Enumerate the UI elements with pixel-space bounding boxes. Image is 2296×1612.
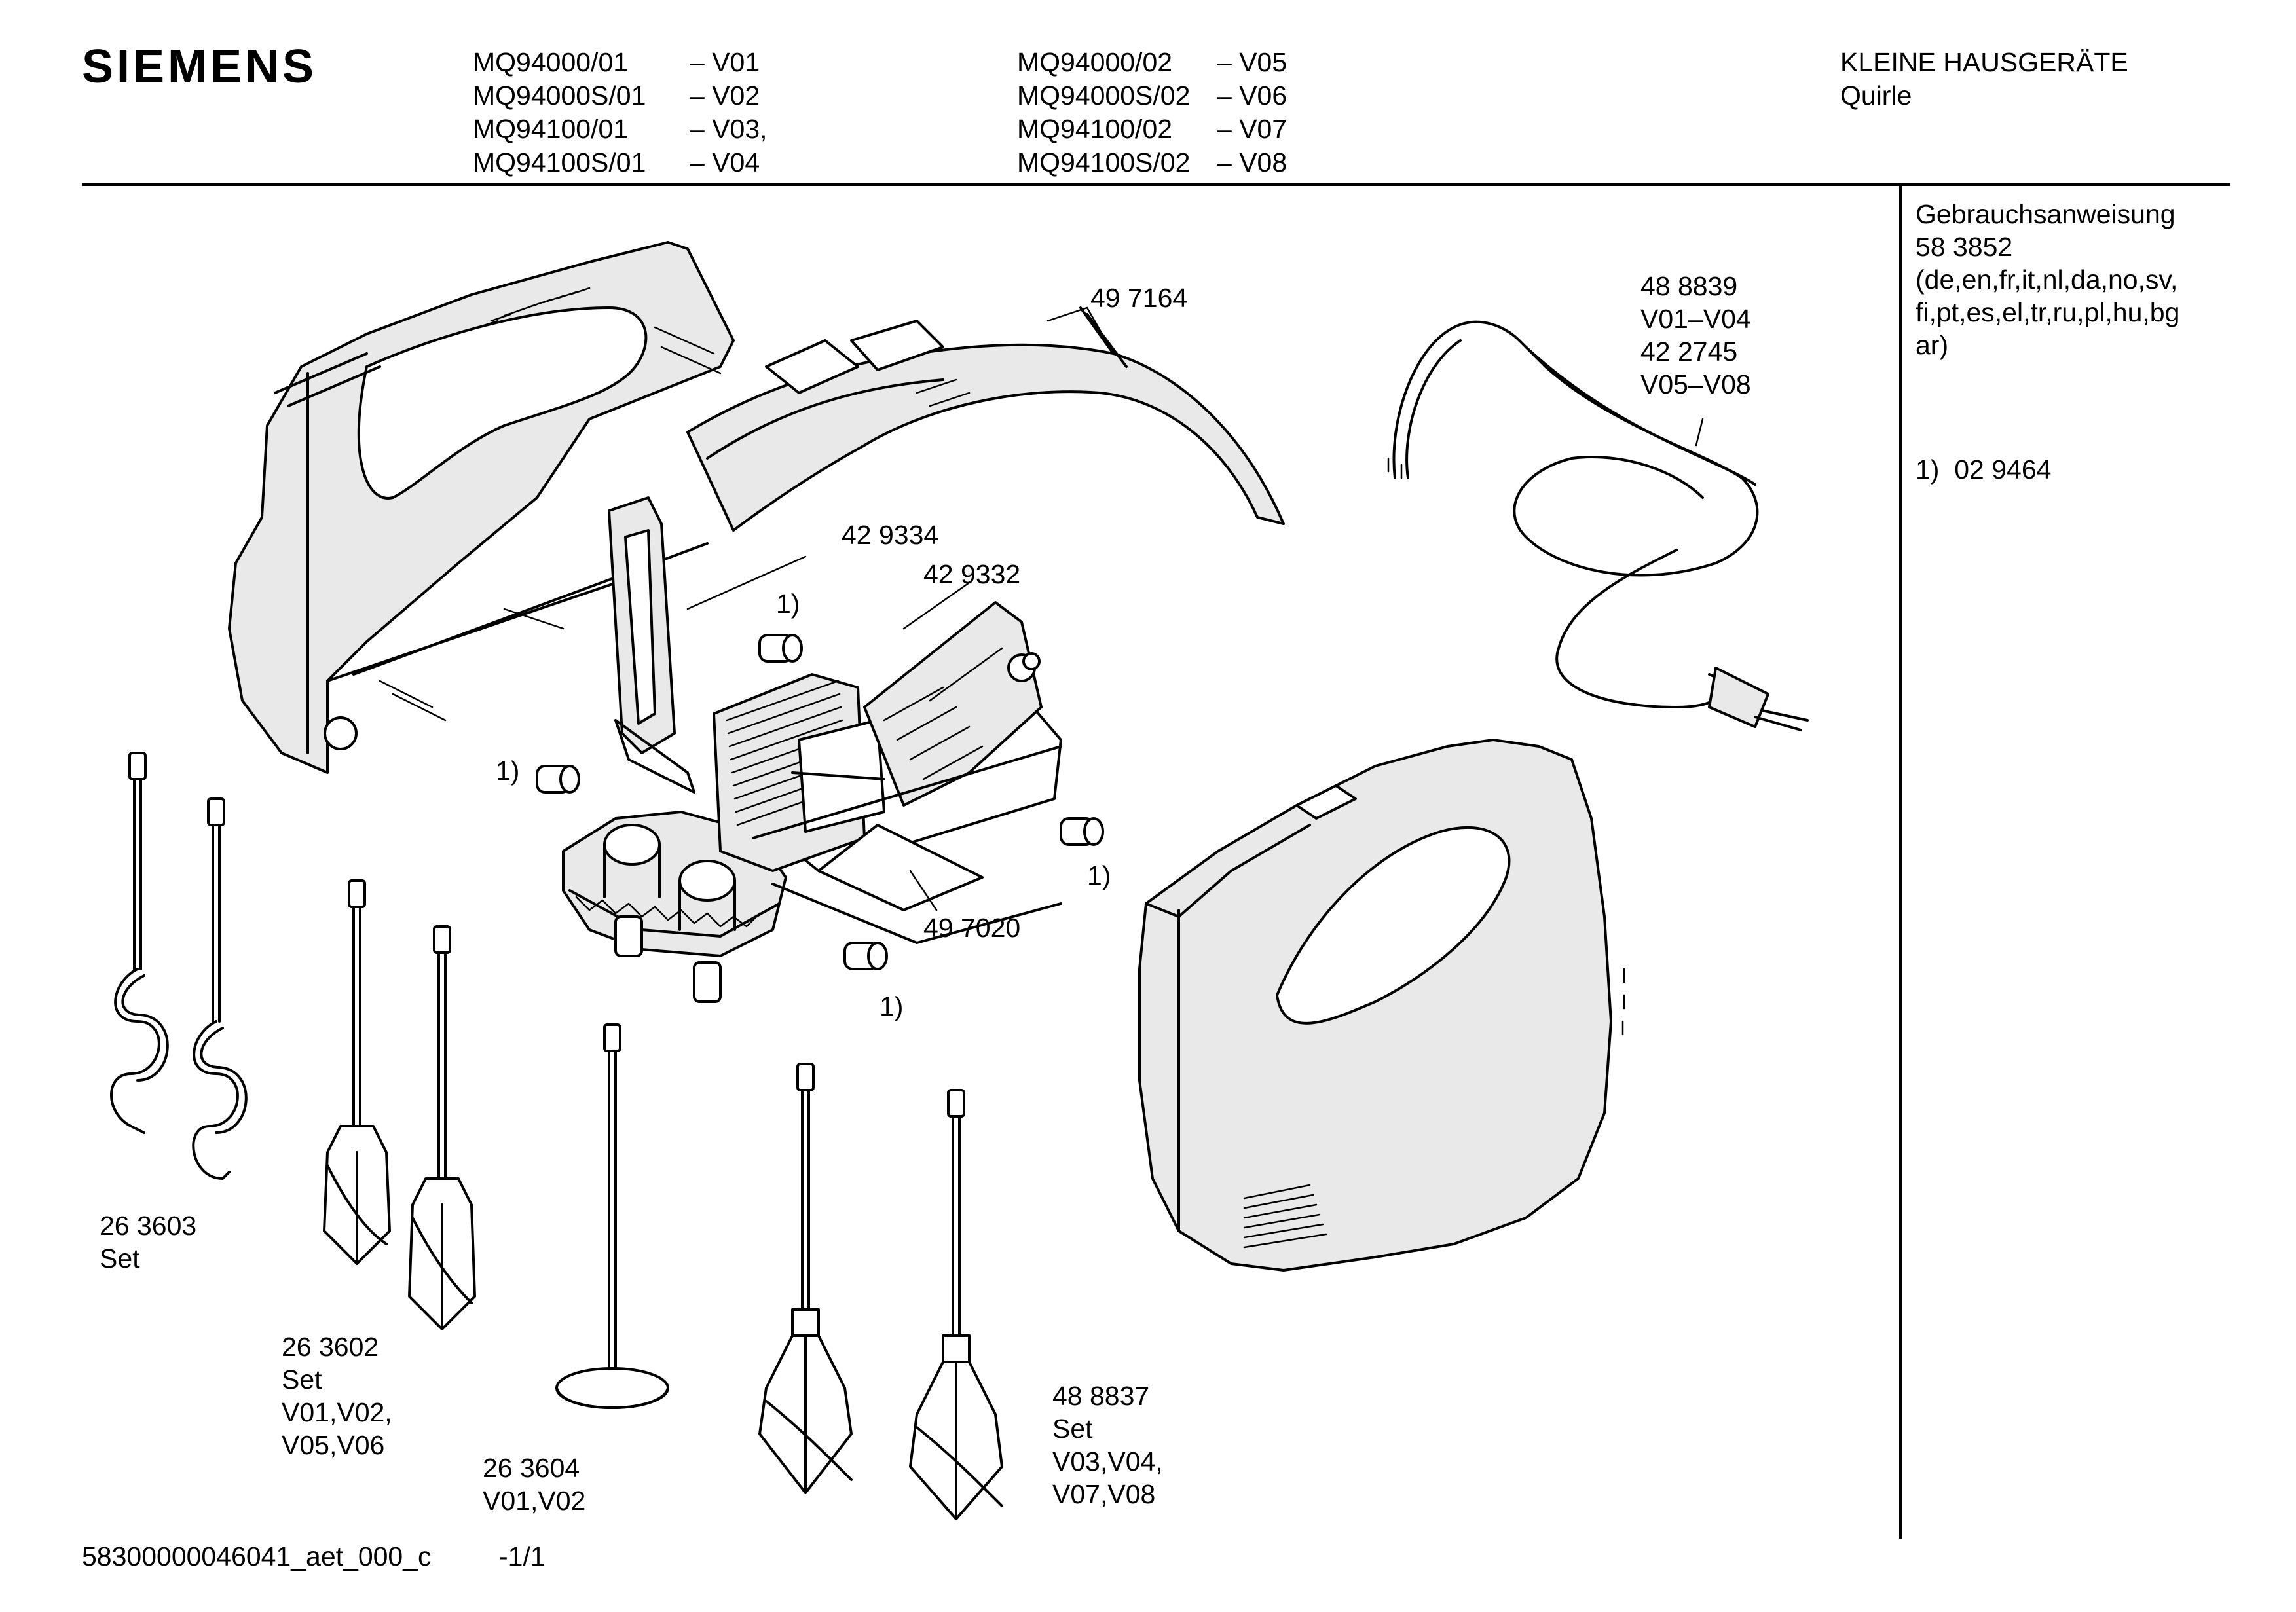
motor-assembly xyxy=(562,601,1062,1003)
version-left-1: – V01 xyxy=(690,47,760,77)
manual-number: 58 3852 xyxy=(1916,232,2013,262)
model-right-3: MQ94100/02 xyxy=(1017,114,1173,144)
label-cord-1: 48 8839 xyxy=(1640,271,1738,301)
model-left-1: MQ94000/01 xyxy=(473,47,629,77)
switch-slider-part xyxy=(608,496,695,794)
version-right-3: – V07 xyxy=(1217,114,1287,144)
label-note-a: 1) xyxy=(776,589,800,619)
model-left-2: MQ94000S/01 xyxy=(473,81,646,111)
label-beaters-versions-2: V07,V08 xyxy=(1052,1479,1156,1509)
label-cord-2: 42 2745 xyxy=(1640,337,1738,367)
header-divider xyxy=(82,183,2230,186)
label-dough-hooks-set: Set xyxy=(100,1243,140,1273)
footnote-part: 1) 02 9464 xyxy=(1916,454,2052,485)
dough-hooks xyxy=(110,752,248,1180)
cover-strip-part xyxy=(686,306,1285,532)
label-dough-hooks: 26 3603 xyxy=(100,1211,197,1241)
label-blender-versions: V01,V02 xyxy=(483,1486,586,1516)
label-429334: 42 9334 xyxy=(842,520,939,550)
label-beaters-set: Set xyxy=(1052,1414,1093,1444)
category-title: KLEINE HAUSGERÄTE xyxy=(1840,47,2128,77)
version-right-2: – V06 xyxy=(1217,81,1287,111)
subcategory-title: Quirle xyxy=(1840,81,1912,111)
power-cord xyxy=(1387,320,1809,731)
manual-languages-1: (de,en,fr,it,nl,da,no,sv, xyxy=(1916,265,2178,295)
model-right-4: MQ94100S/02 xyxy=(1017,147,1191,177)
manual-languages-3: ar) xyxy=(1916,330,1949,360)
label-note-c: 1) xyxy=(1087,860,1111,890)
upper-housing-shell xyxy=(228,241,735,774)
version-right-1: – V05 xyxy=(1217,47,1287,77)
version-right-4: – V08 xyxy=(1217,147,1287,177)
label-429332: 42 9332 xyxy=(923,559,1021,589)
model-left-4: MQ94100S/01 xyxy=(473,147,646,177)
label-whisks-versions-1: V01,V02, xyxy=(282,1397,392,1427)
label-497164: 49 7164 xyxy=(1090,283,1188,313)
label-note-b: 1) xyxy=(496,756,520,786)
label-cord-2-versions: V05–V08 xyxy=(1640,369,1751,399)
version-left-2: – V02 xyxy=(690,81,760,111)
beaters xyxy=(758,1063,1003,1520)
siemens-logo: SIEMENS xyxy=(82,41,318,93)
label-whisks-versions-2: V05,V06 xyxy=(282,1430,385,1460)
label-note-d: 1) xyxy=(880,991,904,1021)
leader-lines xyxy=(686,306,1704,911)
label-beaters: 48 8837 xyxy=(1052,1381,1150,1411)
label-cord-1-versions: V01–V04 xyxy=(1640,304,1751,334)
rubber-bushes xyxy=(536,634,1104,970)
version-left-4: – V04 xyxy=(690,147,760,177)
lower-housing-shell xyxy=(1138,739,1625,1272)
model-left-3: MQ94100/01 xyxy=(473,114,629,144)
label-whisks: 26 3602 xyxy=(282,1332,379,1362)
label-blender: 26 3604 xyxy=(483,1453,580,1483)
manual-label: Gebrauchsanweisung xyxy=(1916,199,2176,229)
model-right-1: MQ94000/02 xyxy=(1017,47,1173,77)
manual-languages-2: fi,pt,es,el,tr,ru,pl,hu,bg xyxy=(1916,297,2180,327)
footer-page: -1/1 xyxy=(499,1541,546,1571)
footer-doc-id: 58300000046041_aet_000_c xyxy=(82,1541,432,1571)
version-left-3: – V03, xyxy=(690,114,768,144)
whisks xyxy=(323,879,476,1330)
label-497020: 49 7020 xyxy=(923,913,1021,943)
label-beaters-versions-1: V03,V04, xyxy=(1052,1446,1163,1476)
model-right-2: MQ94000S/02 xyxy=(1017,81,1191,111)
label-whisks-set: Set xyxy=(282,1365,322,1395)
blender-attachment xyxy=(555,1023,669,1409)
sidebar-divider xyxy=(1899,186,1902,1539)
